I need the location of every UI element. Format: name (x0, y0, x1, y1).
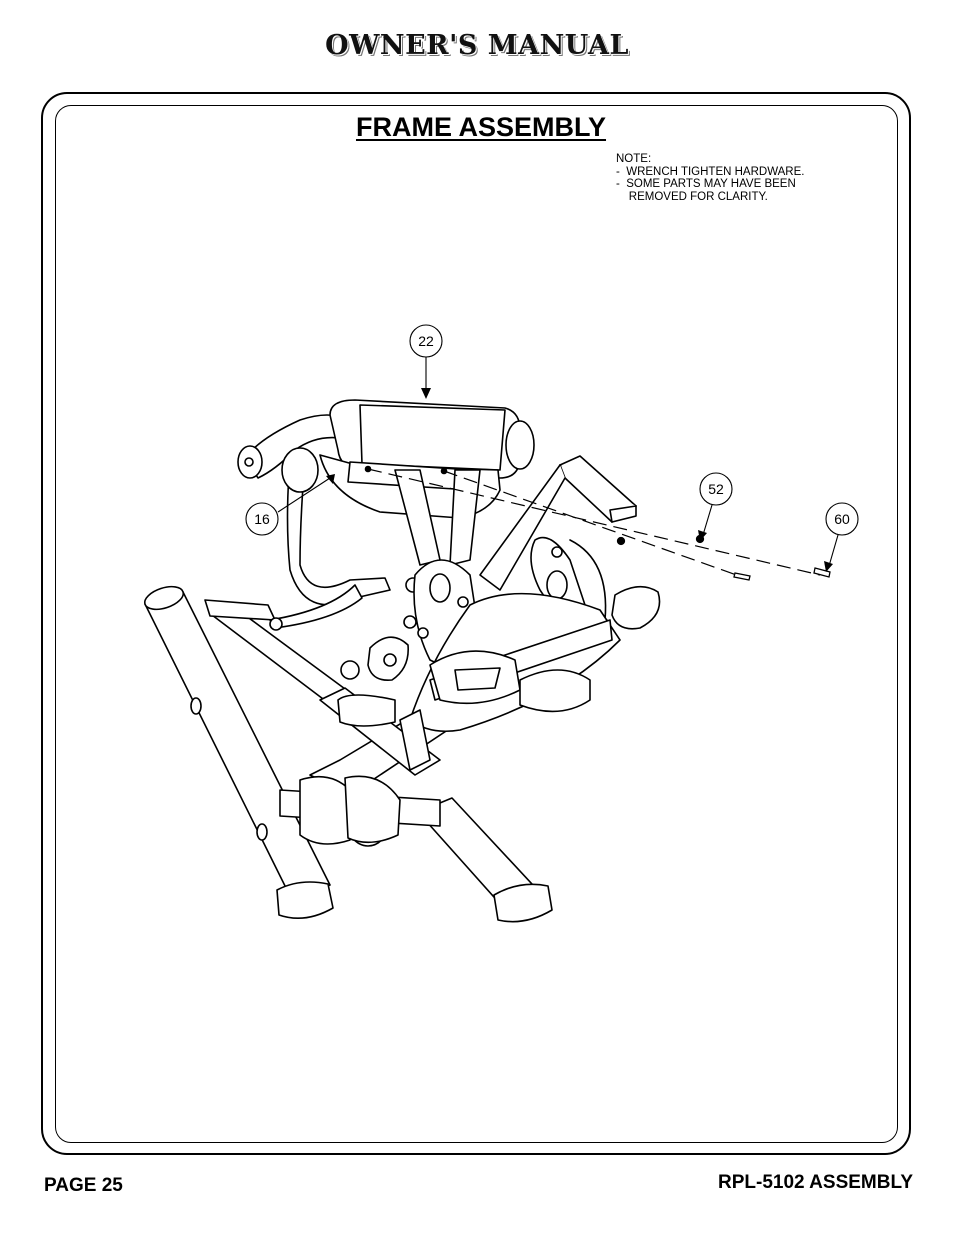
callout-22-label: 22 (418, 333, 434, 349)
left-leg-tube (143, 585, 334, 920)
square-post (479, 455, 637, 591)
callout-16-label: 16 (254, 511, 270, 527)
page-number: PAGE 25 (44, 1175, 123, 1196)
note-line: - WRENCH TIGHTEN HARDWARE. (616, 165, 805, 178)
callout-52 (699, 472, 733, 506)
manual-header: OWNER'S MANUAL (325, 30, 629, 61)
model-assembly-label: RPL-5102 ASSEMBLY (718, 1172, 913, 1193)
assembly-note: NOTE: - WRENCH TIGHTEN HARDWARE. - SOME … (616, 153, 804, 203)
callout-16 (245, 502, 279, 536)
note-line: REMOVED FOR CLARITY. (616, 190, 768, 203)
section-title: FRAME ASSEMBLY (355, 112, 607, 142)
note-line: - SOME PARTS MAY HAVE BEEN (616, 178, 796, 190)
callout-52-label: 52 (708, 481, 724, 497)
callout-60-label: 60 (834, 511, 850, 527)
right-leg-tube (417, 797, 553, 923)
callout-60 (825, 502, 859, 536)
page-frame-inner (55, 105, 898, 1143)
note-heading: NOTE: (616, 153, 652, 165)
page-frame-outer (41, 92, 911, 1155)
